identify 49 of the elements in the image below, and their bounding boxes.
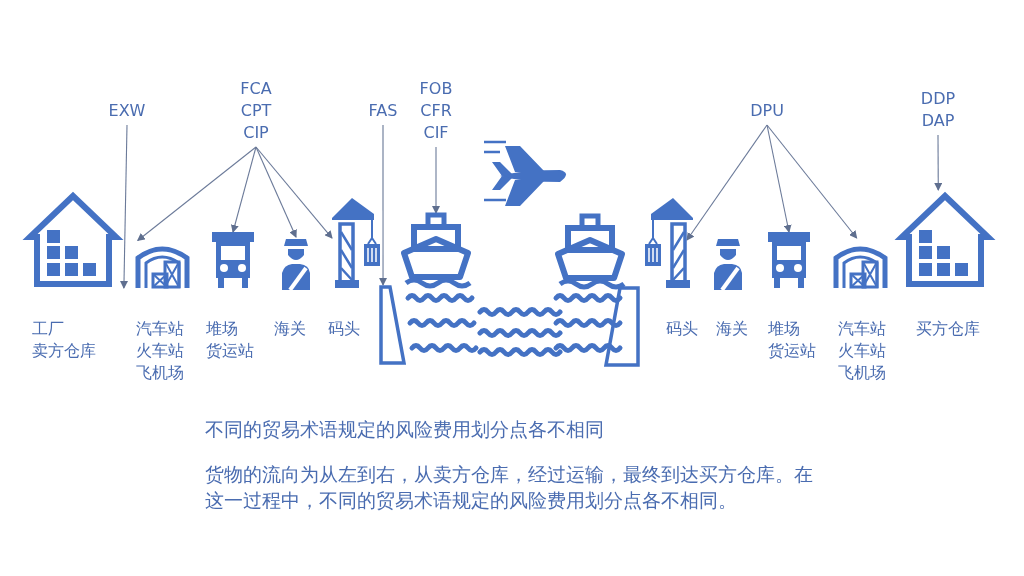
place-label: 买方仓库 (916, 318, 980, 340)
incoterm-label: CIP (242, 122, 270, 144)
arrow (766, 124, 858, 239)
arrow (230, 146, 257, 233)
place-label: 海关 (274, 318, 306, 340)
arrow (255, 146, 297, 238)
place-label: 汽车站 (838, 318, 886, 340)
ship-icon (400, 213, 472, 287)
place-label: 货运站 (206, 340, 254, 362)
customs-officer-icon (712, 237, 744, 290)
place-label: 堆场 (206, 318, 239, 340)
customs-officer-icon (280, 237, 312, 290)
incoterm-label: CPT (239, 100, 273, 122)
incoterm-label: DPU (748, 100, 786, 122)
place-label: 卖方仓库 (32, 340, 96, 362)
incoterm-label: EXW (108, 100, 146, 122)
incoterm-label: FOB (418, 78, 454, 100)
place-label: 码头 (328, 318, 360, 340)
place-label: 飞机场 (136, 362, 184, 384)
warehouse-icon (897, 190, 993, 288)
arrow (379, 124, 388, 286)
place-label: 火车站 (136, 340, 184, 362)
incoterm-label: FCA (239, 78, 273, 100)
paragraph-text: 货物的流向为从左到右，从卖方仓库，经过运输，最终到达买方仓库。在这一过程中，不同的贸易术语规定的风险费用划分点各不相同。 (205, 462, 814, 513)
heading-text: 不同的贸易术语规定的风险费用划分点各不相同 (205, 417, 605, 442)
place-label: 飞机场 (838, 362, 886, 384)
incoterm-label: CFR (419, 100, 453, 122)
incoterm-label: FAS (365, 100, 401, 122)
place-label: 货运站 (768, 340, 816, 362)
place-label: 工厂 (32, 318, 65, 340)
arrow (136, 146, 257, 242)
arrow (255, 146, 333, 239)
place-label: 汽车站 (136, 318, 184, 340)
incoterm-label: DDP (919, 88, 957, 110)
place-label: 海关 (716, 318, 748, 340)
truck-icon (212, 232, 254, 288)
incoterm-label: DAP (920, 110, 956, 132)
quay-wall-icon (378, 285, 406, 365)
warehouse-icon (25, 190, 121, 288)
place-label: 火车站 (838, 340, 886, 362)
truck-icon (768, 232, 810, 288)
arrow (432, 146, 440, 214)
incoterm-label: CIF (422, 122, 450, 144)
place-label: 码头 (666, 318, 698, 340)
arrow (686, 124, 768, 241)
arrow (120, 124, 128, 289)
place-label: 堆场 (768, 318, 801, 340)
arrow (766, 124, 792, 233)
arrow (934, 134, 943, 191)
